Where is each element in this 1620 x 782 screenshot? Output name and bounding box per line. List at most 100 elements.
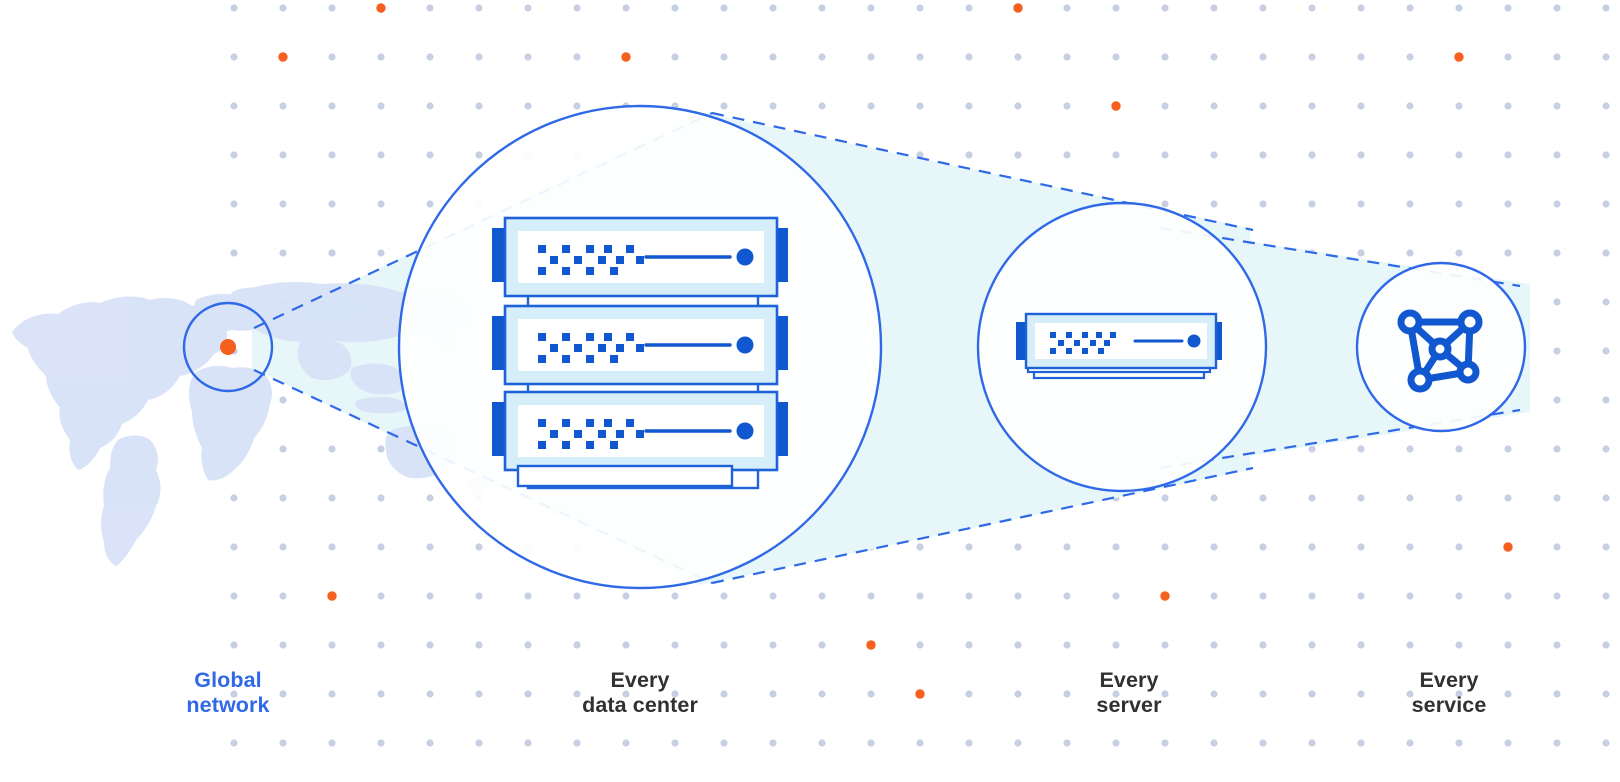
grid-dot [1504,53,1512,61]
grid-dot [1504,249,1512,257]
grid-dot [1504,641,1512,649]
network-node-top-left [1397,309,1423,335]
grid-dot [1308,200,1316,208]
grid-dot [377,53,385,61]
grid-dot [524,53,532,61]
grid-dot [1161,543,1169,551]
grid-dot [377,739,385,747]
grid-dot [1308,445,1316,453]
grid-dot [1112,690,1120,698]
grid-dot [1602,200,1610,208]
grid-dot [1210,739,1218,747]
grid-dot [965,102,973,110]
grid-dot [965,543,973,551]
grid-dot [1210,4,1218,12]
grid-dot [1210,690,1218,698]
grid-dot [1112,543,1120,551]
grid-dot [1553,592,1561,600]
grid-dot [1406,543,1414,551]
grid-dot [1406,200,1414,208]
grid-dot [524,4,532,12]
grid-dot [965,151,973,159]
grid-dot [622,4,630,12]
grid-dot [1504,739,1512,747]
grid-dot [1504,102,1512,110]
grid-dot [1308,494,1316,502]
grid-dot [328,151,336,159]
grid-dot [916,739,924,747]
grid-dot [1504,494,1512,502]
grid-dot [1357,739,1365,747]
grid-dot [1455,4,1463,12]
grid-dot [1063,592,1071,600]
grid-dot [328,739,336,747]
grid-dot [279,543,287,551]
grid-dot [279,445,287,453]
grid-dot [279,151,287,159]
grid-dot [1553,53,1561,61]
grid-dot [1063,53,1071,61]
grid-dot [1210,543,1218,551]
grid-dot [1161,690,1169,698]
grid-dot [1455,249,1463,257]
grid-dot [1553,151,1561,159]
grid-dot [1602,4,1610,12]
grid-dot [1259,53,1267,61]
grid-dot [1553,396,1561,404]
grid-dot [230,543,238,551]
grid-dot [769,739,777,747]
grid-dot [1210,494,1218,502]
grid-dot [671,4,679,12]
grid-dot [1014,592,1022,600]
grid-dot [1357,53,1365,61]
grid-dot [328,543,336,551]
grid-dot [1357,592,1365,600]
grid-dot [1210,102,1218,110]
grid-dot [1553,4,1561,12]
grid-dot [965,641,973,649]
grid-dot [426,151,434,159]
grid-dot [1602,347,1610,355]
grid-dot [279,641,287,649]
grid-dot [377,641,385,649]
grid-dot [1602,53,1610,61]
network-node-center [1428,337,1452,361]
grid-dot [1063,641,1071,649]
grid-dot [1259,739,1267,747]
grid-dot [622,641,630,649]
grid-dot [377,543,385,551]
grid-dot [279,739,287,747]
grid-dot [1161,151,1169,159]
grid-dot [1357,690,1365,698]
grid-dot [1014,151,1022,159]
rack-unit-3 [492,390,788,472]
grid-dot [1455,592,1463,600]
grid-dot [426,102,434,110]
grid-dot [328,102,336,110]
grid-dot [1406,690,1414,698]
cone-dash-datacenter-to-server-bottom [711,466,1254,585]
grid-dot [377,200,385,208]
label-every-data-center: Every data center [582,668,698,717]
grid-dot [524,592,532,600]
grid-dot [328,4,336,12]
grid-dot [965,53,973,61]
grid-dot [867,592,875,600]
grid-dot [965,739,973,747]
label-every-server: Every server [1096,668,1162,717]
grid-dot [328,249,336,257]
grid-dot [769,53,777,61]
grid-dot [1063,690,1071,698]
grid-dot [475,641,483,649]
grid-dot [475,151,483,159]
grid-dot [475,53,483,61]
grid-dot [1406,4,1414,12]
grid-dot [230,641,238,649]
grid-dot [720,4,728,12]
grid-dot [1112,739,1120,747]
grid-dot [1259,102,1267,110]
grid-dot [1112,151,1120,159]
grid-dot [328,200,336,208]
